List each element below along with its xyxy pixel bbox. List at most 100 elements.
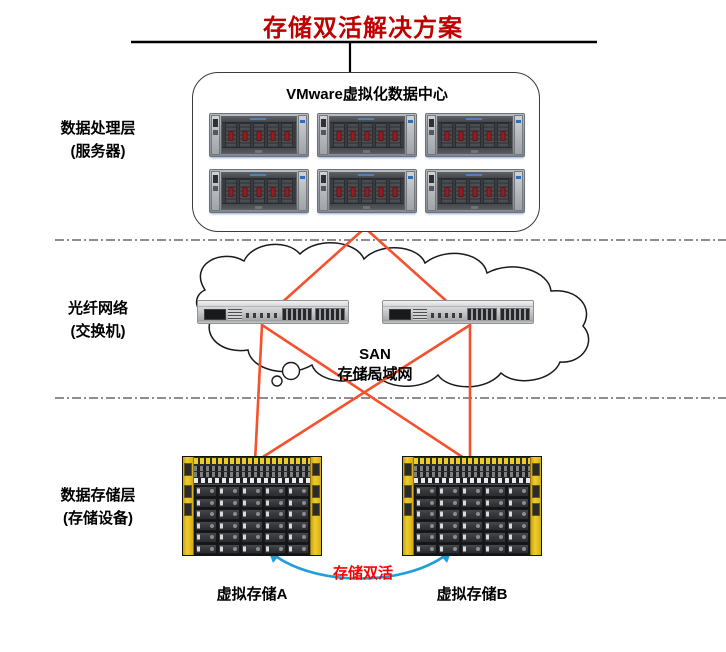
storage-drive-bay xyxy=(264,520,286,531)
server-blade-bays xyxy=(330,123,404,148)
rack-server[interactable] xyxy=(425,169,525,213)
storage-drive-bay xyxy=(507,532,529,543)
server-right-bezel xyxy=(514,171,523,211)
layer-label-storage-line2: (存储设备) xyxy=(63,509,133,527)
storage-module-row xyxy=(194,472,310,477)
storage-right-rail xyxy=(310,457,321,555)
storage-drive-bay xyxy=(241,486,263,497)
storage-drive-bay xyxy=(218,532,240,543)
fc-switch-b[interactable] xyxy=(382,300,534,324)
rack-server[interactable] xyxy=(209,113,309,157)
storage-replication-label: 存储双活 xyxy=(332,565,393,582)
server-blade xyxy=(239,179,251,204)
storage-port-row xyxy=(414,478,530,483)
storage-drive-bays xyxy=(194,485,310,555)
rack-server[interactable] xyxy=(425,113,525,157)
server-chassis xyxy=(329,172,405,210)
server-right-bezel xyxy=(406,171,415,211)
storage-drive-bay xyxy=(415,486,437,497)
storage-drive-bay xyxy=(218,509,240,520)
server-blade xyxy=(361,123,373,148)
storage-module-row xyxy=(194,466,310,471)
storage-drive-bay xyxy=(241,509,263,520)
server-left-bezel xyxy=(211,115,220,155)
storage-drive-bay xyxy=(507,543,529,554)
storage-left-rail xyxy=(183,457,194,555)
storage-indicator-row xyxy=(194,458,310,464)
storage-left-rail xyxy=(403,457,414,555)
server-right-bezel xyxy=(298,115,307,155)
storage-array-b[interactable] xyxy=(402,456,542,556)
server-left-bezel xyxy=(319,171,328,211)
storage-drive-bay xyxy=(415,520,437,531)
server-blade xyxy=(441,179,453,204)
storage-drive-bay xyxy=(264,543,286,554)
storage-drive-bay xyxy=(507,486,529,497)
storage-right-rail xyxy=(530,457,541,555)
server-blade xyxy=(225,179,237,204)
layer-label-storage: 数据存储层 (存储设备) xyxy=(8,485,188,530)
storage-rail-tab xyxy=(404,463,412,476)
layer-label-network-line2: (交换机) xyxy=(70,322,126,340)
connector-switch-a-to-storage-a xyxy=(253,323,264,464)
server-blade-bays xyxy=(438,179,512,204)
storage-rail-tab xyxy=(184,503,192,516)
rack-server[interactable] xyxy=(317,169,417,213)
server-bottom-strip xyxy=(222,147,296,153)
server-chassis xyxy=(437,116,513,154)
server-left-bezel xyxy=(319,115,328,155)
storage-drive-bay xyxy=(287,509,309,520)
server-bottom-strip xyxy=(330,147,404,153)
server-bottom-strip xyxy=(438,203,512,209)
storage-drive-bay xyxy=(264,509,286,520)
storage-drive-bay xyxy=(461,497,483,508)
rack-server[interactable] xyxy=(209,169,309,213)
storage-drive-bay xyxy=(195,543,217,554)
vmware-datacenter-box: VMware虚拟化数据中心 xyxy=(192,72,540,232)
layer-label-compute: 数据处理层 (服务器) xyxy=(8,118,188,163)
switch-display-panel xyxy=(204,309,226,320)
server-right-bezel xyxy=(514,115,523,155)
server-right-bezel xyxy=(298,171,307,211)
storage-drive-bay xyxy=(287,532,309,543)
connector-group-compute-to-network xyxy=(276,226,454,308)
switch-bottom-edge xyxy=(198,320,348,323)
storage-port-row xyxy=(194,478,310,483)
switch-vent-grille xyxy=(228,309,242,320)
storage-rail-tab xyxy=(312,503,320,516)
server-blade xyxy=(483,123,495,148)
san-label-line1: SAN xyxy=(359,346,391,363)
fc-switch-a[interactable] xyxy=(197,300,349,324)
storage-drive-bay xyxy=(415,543,437,554)
layer-label-compute-line2: (服务器) xyxy=(70,142,126,160)
server-blade xyxy=(239,123,251,148)
storage-drive-bay xyxy=(195,509,217,520)
storage-drive-bay xyxy=(484,509,506,520)
storage-drive-bay xyxy=(438,509,460,520)
server-blade xyxy=(389,179,401,204)
storage-rail-tab xyxy=(532,485,540,498)
connector-compute-to-switch-b xyxy=(363,226,454,308)
storage-drive-bay xyxy=(438,497,460,508)
switch-indicator-leds xyxy=(246,313,278,318)
storage-drive-bay xyxy=(264,486,286,497)
storage-rail-tab xyxy=(532,503,540,516)
storage-rail-tab xyxy=(184,485,192,498)
server-grid xyxy=(209,113,525,215)
server-blade-bays xyxy=(330,179,404,204)
cloud-bubble-small xyxy=(271,375,283,387)
server-blade-bays xyxy=(222,179,296,204)
rack-server[interactable] xyxy=(317,113,417,157)
storage-drive-bay xyxy=(287,497,309,508)
storage-drive-bay xyxy=(438,520,460,531)
switch-top-panel xyxy=(198,301,348,307)
storage-drive-bay xyxy=(484,543,506,554)
server-blade xyxy=(497,179,509,204)
storage-drive-bay xyxy=(241,497,263,508)
storage-array-a[interactable] xyxy=(182,456,322,556)
storage-drive-bay xyxy=(415,509,437,520)
server-blade xyxy=(441,123,453,148)
storage-drive-bay xyxy=(195,532,217,543)
storage-module-row xyxy=(414,472,530,477)
